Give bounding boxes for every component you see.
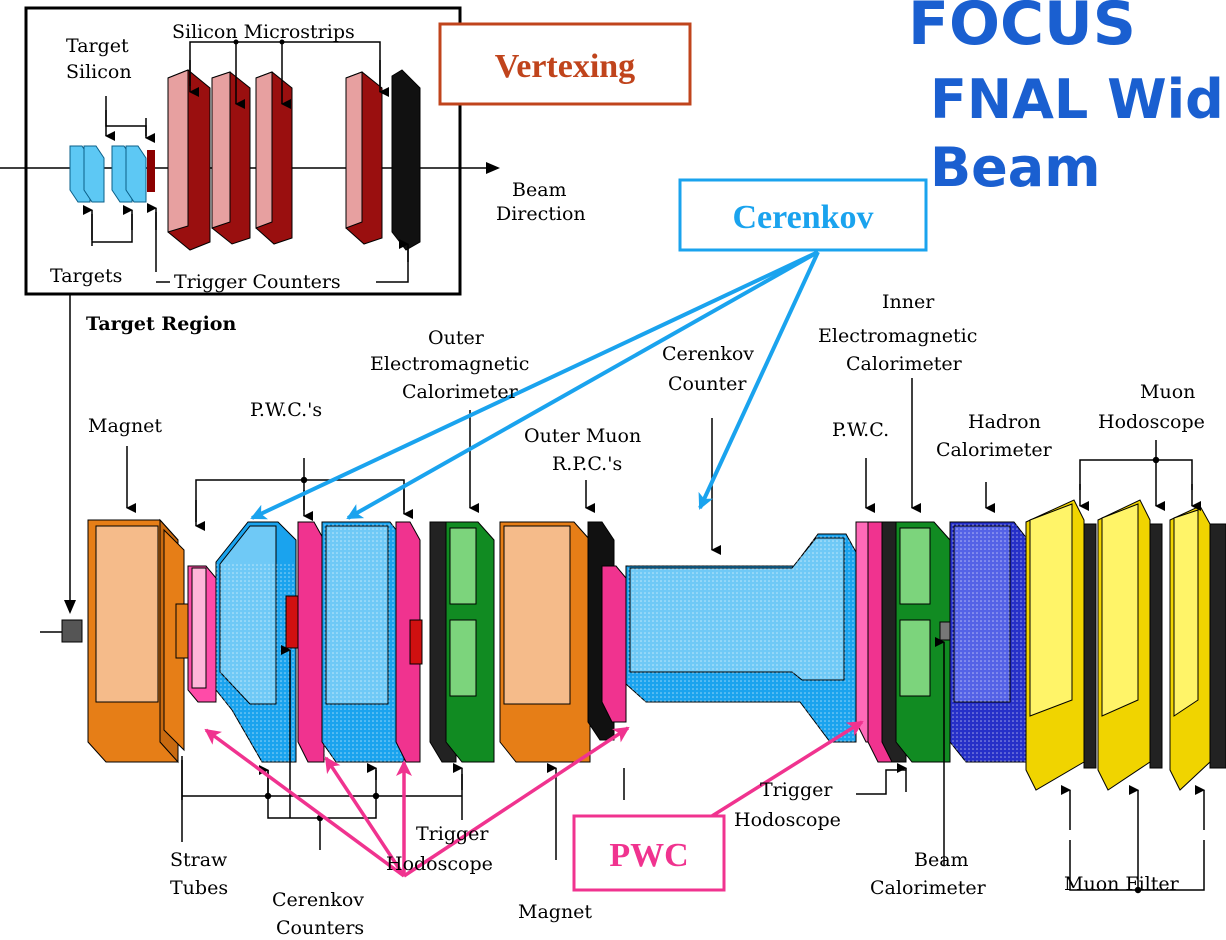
trigger-hodo-bottom-label-1: Trigger: [416, 823, 489, 845]
target-region-title: Target Region: [86, 313, 236, 335]
target-block: [62, 620, 82, 642]
hadron-label-1: Hadron: [968, 411, 1041, 433]
outer-muon-label-1: Outer Muon: [524, 425, 641, 447]
trigger-hodo-bottom-label-2: Hodoscope: [386, 853, 493, 875]
brand-subtitle-line1: FNAL Wide: [930, 68, 1226, 131]
spectrometer: [40, 500, 1226, 790]
cerenkov-callout: Cerenkov: [732, 199, 873, 236]
trigger-counters-label: Trigger Counters: [174, 271, 341, 293]
trigger-hodo-right-label-2: Hodoscope: [734, 809, 841, 831]
focus-logo: FOCUS FNAL Wide Beam: [908, 0, 1226, 199]
magnet-1: [88, 520, 188, 762]
straw-tubes-label-1: Straw: [170, 849, 228, 871]
target-silicon-label-2: Silicon: [66, 61, 132, 83]
inset-beam-arrow: [486, 162, 500, 174]
targets-label: Targets: [50, 265, 122, 287]
vertexing-callout: Vertexing: [495, 48, 635, 85]
magnet-label-bottom: Magnet: [518, 901, 592, 923]
beam-cal-label-2: Calorimeter: [870, 877, 987, 899]
outer-em-label-2: Electromagnetic: [370, 353, 529, 375]
cerenkov-counter-3: [626, 534, 856, 742]
magnet-label-top: Magnet: [88, 415, 162, 437]
muon-filter: [1026, 500, 1210, 790]
inner-em-label-2: Electromagnetic: [818, 325, 977, 347]
cerenkov-counter-label-1: Cerenkov: [662, 343, 754, 365]
trigger-hodo-right-label-1: Trigger: [760, 779, 833, 801]
beam-direction-label-2: Direction: [496, 203, 586, 225]
straw-tubes-label-2: Tubes: [170, 877, 228, 899]
outer-muon-label-2: R.P.C.'s: [552, 453, 622, 475]
cerenkov-counters-label-1: Cerenkov: [272, 889, 364, 911]
target-silicon-label-1: Target: [66, 35, 129, 57]
inner-em-label-3: Calorimeter: [846, 353, 963, 375]
pwc-single-label: P.W.C.: [832, 419, 889, 441]
cerenkov-counters-label-2: Counters: [276, 917, 364, 939]
silicon-microstrips-label: Silicon Microstrips: [172, 21, 355, 43]
pwc-3: [602, 566, 626, 722]
inner-em-label-1: Inner: [882, 291, 935, 313]
cerenkov-counter-1: [216, 522, 296, 762]
muon-hodo-label-1: Muon: [1140, 381, 1195, 403]
magnet-2: [500, 522, 590, 762]
muon-hodo-label-2: Hodoscope: [1098, 411, 1205, 433]
hadron-label-2: Calorimeter: [936, 439, 1053, 461]
hadron-calorimeter: [950, 522, 1028, 762]
target-silicon: [147, 150, 155, 192]
focus-logo-text: FOCUS: [908, 0, 1136, 59]
beam-direction-label-1: Beam: [512, 179, 567, 201]
cerenkov-counter-label-2: Counter: [668, 373, 747, 395]
brand-subtitle-line2: Beam: [930, 136, 1101, 199]
outer-em-label-1: Outer: [428, 327, 485, 349]
pwcs-label: P.W.C.'s: [250, 399, 322, 421]
muon-filter-label: Muon Filter: [1064, 873, 1180, 895]
beam-cal-label-1: Beam: [914, 849, 969, 871]
outer-em-label-3: Calorimeter: [402, 381, 519, 403]
pwc-1: [298, 522, 324, 762]
pwc-callout: PWC: [609, 837, 688, 874]
cerenkov-counter-2: [322, 522, 404, 762]
outer-em-calorimeter: [446, 522, 494, 762]
